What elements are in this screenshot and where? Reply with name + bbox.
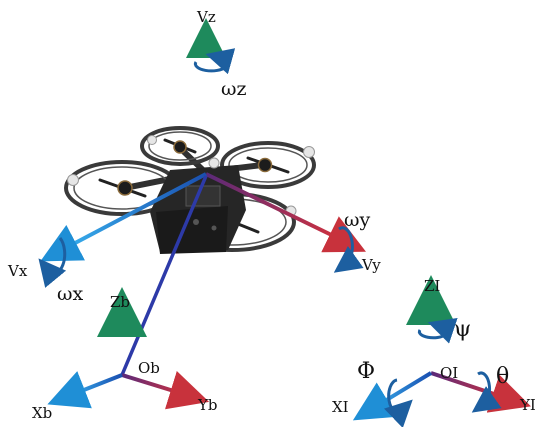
euler-angle-arrows bbox=[383, 318, 502, 427]
vz-label: Vz bbox=[196, 8, 216, 26]
theta-rotation-arrow bbox=[471, 371, 502, 413]
yb-axis bbox=[121, 370, 210, 410]
omega-x-rotation-arrow bbox=[38, 237, 67, 288]
position-vector bbox=[120, 175, 208, 376]
omega-z-rotation-arrow bbox=[193, 48, 236, 75]
omega-z-label: ωz bbox=[221, 78, 247, 100]
theta-label: θ bbox=[496, 364, 509, 389]
yi-label: YI bbox=[519, 396, 536, 414]
psi-rotation-arrow bbox=[417, 318, 458, 344]
phi-label: Φ bbox=[357, 359, 375, 384]
vy-label: Vy bbox=[361, 256, 381, 274]
vy-axis bbox=[205, 172, 366, 253]
yb-label: Yb bbox=[197, 396, 218, 414]
phi-rotation-arrow bbox=[383, 378, 413, 427]
vx-label: Vx bbox=[7, 262, 28, 280]
angular-rate-arrows bbox=[38, 48, 364, 288]
drone-image bbox=[64, 126, 316, 254]
velocity-axes bbox=[40, 18, 366, 376]
omega-x-label: ωx bbox=[57, 283, 83, 305]
zi-label: ZI bbox=[424, 277, 440, 295]
zb-label: Zb bbox=[110, 293, 130, 311]
vx-axis bbox=[40, 172, 207, 262]
xi-axis bbox=[352, 371, 433, 421]
omega-y-label: ωy bbox=[344, 209, 370, 231]
xb-axis bbox=[47, 371, 123, 409]
psi-label: ψ bbox=[454, 317, 471, 342]
omega-y-rotation-arrow bbox=[333, 226, 364, 273]
xb-label: Xb bbox=[32, 404, 52, 422]
body-frame bbox=[47, 287, 210, 410]
ob-label: Ob bbox=[138, 359, 160, 377]
xi-label: XI bbox=[332, 398, 349, 416]
labels: Vz ωz ωy Vy Vx ωx Zb Ob Xb Yb ZI ψ OI Φ … bbox=[7, 8, 536, 422]
oi-label: OI bbox=[440, 364, 458, 382]
